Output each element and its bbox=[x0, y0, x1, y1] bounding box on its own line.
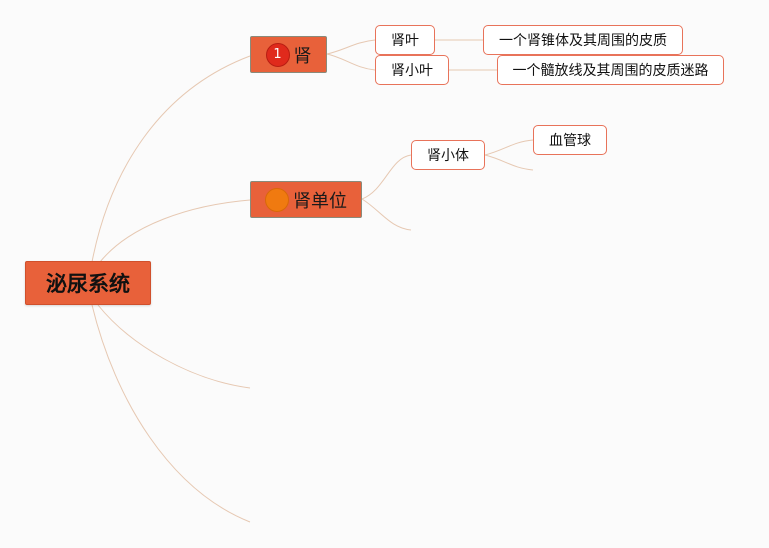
link-root-empty-1 bbox=[97, 304, 251, 389]
subtopic-renal-lobule-label: 肾小叶 bbox=[391, 63, 433, 79]
link-corpuscle-glomerulus bbox=[484, 139, 534, 156]
link-nephron-corpuscle bbox=[361, 154, 412, 200]
subtopic-renal-corpuscle-label: 肾小体 bbox=[427, 148, 469, 164]
topic-kidney[interactable]: 1 肾 bbox=[250, 36, 327, 73]
detail-renal-lobe-label: 一个肾锥体及其周围的皮质 bbox=[499, 33, 667, 49]
detail-renal-lobe[interactable]: 一个肾锥体及其周围的皮质 bbox=[483, 25, 683, 55]
subtopic-glomerulus[interactable]: 血管球 bbox=[533, 125, 607, 155]
link-root-kidney bbox=[91, 55, 251, 263]
link-kidney-lobule bbox=[326, 53, 376, 71]
link-corpuscle-empty bbox=[484, 154, 534, 171]
link-root-empty-2 bbox=[91, 304, 251, 523]
topic-kidney-label: 肾 bbox=[293, 45, 312, 67]
subtopic-glomerulus-label: 血管球 bbox=[549, 133, 591, 149]
root-topic-label: 泌尿系统 bbox=[46, 272, 130, 296]
link-kidney-lobe bbox=[326, 39, 376, 55]
progress-icon bbox=[265, 187, 289, 212]
subtopic-renal-lobe[interactable]: 肾叶 bbox=[375, 25, 435, 55]
subtopic-renal-lobe-label: 肾叶 bbox=[391, 33, 419, 49]
root-topic[interactable]: 泌尿系统 bbox=[25, 261, 151, 305]
topic-nephron-label: 肾单位 bbox=[293, 190, 347, 212]
subtopic-renal-corpuscle[interactable]: 肾小体 bbox=[411, 140, 485, 170]
link-root-nephron bbox=[99, 199, 251, 263]
priority-1-icon: 1 bbox=[265, 42, 290, 67]
detail-renal-lobule-label: 一个髓放线及其周围的皮质迷路 bbox=[512, 63, 709, 79]
link-nephron-empty bbox=[361, 198, 412, 231]
topic-nephron[interactable]: 肾单位 bbox=[250, 181, 362, 218]
subtopic-renal-lobule[interactable]: 肾小叶 bbox=[375, 55, 449, 85]
detail-renal-lobule[interactable]: 一个髓放线及其周围的皮质迷路 bbox=[497, 55, 724, 85]
